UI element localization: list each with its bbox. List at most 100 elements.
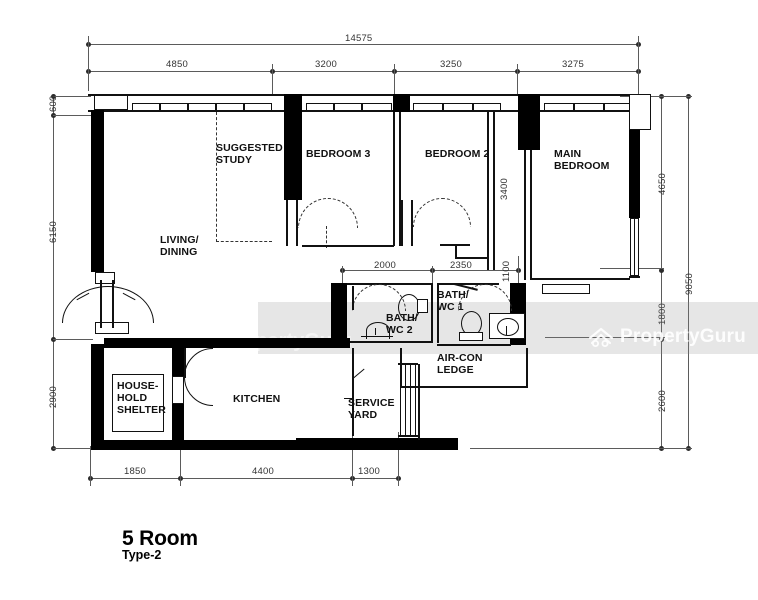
house-roof-icon bbox=[588, 327, 614, 347]
main-bedroom-wardrobe bbox=[542, 284, 590, 294]
basin-tap-wc1 bbox=[506, 326, 508, 335]
basin-wc2 bbox=[366, 322, 390, 339]
room-label-suggested-study: SUGGESTED STUDY bbox=[216, 142, 283, 166]
main-bedroom-wall-left bbox=[524, 150, 526, 280]
household-shelter-outline bbox=[112, 374, 164, 432]
main-bedroom-wall-top bbox=[518, 112, 540, 150]
main-bedroom-divider bbox=[487, 112, 489, 270]
window-pane bbox=[443, 103, 473, 111]
ext-line bbox=[470, 448, 692, 449]
bath2-width-label: 2000 bbox=[374, 260, 396, 271]
ext-line bbox=[90, 446, 91, 486]
suggested-study-partition-h bbox=[216, 241, 272, 242]
bedroom-divider-wall bbox=[393, 112, 395, 246]
top-dimension-label-4: 3275 bbox=[562, 59, 584, 70]
window-pane bbox=[306, 103, 334, 111]
bath1-wall-top bbox=[437, 283, 499, 285]
aircon-ledge-wall-bottom bbox=[400, 386, 528, 388]
room-label-household-shelter: HOUSE- HOLD SHELTER bbox=[117, 380, 166, 416]
suggested-study-partition-v bbox=[216, 112, 217, 242]
outer-wall-left bbox=[91, 110, 104, 272]
watermark-brand-text: PropertyGuru bbox=[620, 326, 746, 347]
room-label-bedroom-3: BEDROOM 3 bbox=[306, 148, 371, 160]
top-overall-dimension-line bbox=[88, 44, 640, 45]
bottom-dimension-label-3: 1300 bbox=[358, 466, 380, 477]
room-label-service-yard: SERVICE YARD bbox=[348, 397, 395, 421]
window-pane bbox=[188, 103, 216, 111]
room-label-air-con-ledge: AIR-CON LEDGE bbox=[437, 352, 483, 376]
grille-frame-top bbox=[398, 363, 418, 365]
grille-frame-bottom bbox=[398, 435, 418, 437]
window-pane bbox=[334, 103, 362, 111]
top-left-ledge bbox=[94, 95, 128, 110]
window-pane bbox=[413, 103, 443, 111]
plan-title: 5 Room bbox=[122, 527, 198, 550]
bedroom3-door-frame-2 bbox=[296, 200, 298, 246]
bath2-door-leaf bbox=[352, 286, 354, 310]
shelter-wall-right-top bbox=[172, 348, 184, 376]
ext-line bbox=[53, 448, 113, 449]
ext-line bbox=[180, 440, 181, 486]
bottom-dimension-line bbox=[90, 478, 398, 479]
ext-line bbox=[394, 64, 395, 96]
service-yard-wall-far-right bbox=[418, 364, 420, 440]
basin-tap-wc2 bbox=[375, 328, 377, 335]
window-mullion bbox=[634, 218, 636, 276]
bedroom2-wall-jog-2 bbox=[455, 257, 487, 259]
top-overall-dimension-label: 14575 bbox=[345, 33, 373, 44]
bath-divider-wall-2 bbox=[437, 283, 439, 343]
main-bedroom-divider-2 bbox=[493, 112, 495, 270]
bedroom2-depth-label: 3400 bbox=[499, 178, 510, 200]
right-overall-dimension-label: 9050 bbox=[684, 273, 695, 295]
structural-column bbox=[518, 94, 540, 112]
structural-column bbox=[284, 94, 302, 112]
room-label-kitchen: KITCHEN bbox=[233, 393, 281, 405]
outer-wall-top bbox=[88, 94, 640, 96]
bath-wall-left bbox=[331, 283, 347, 343]
top-dimension-label-2: 3200 bbox=[315, 59, 337, 70]
shelter-door-leaf bbox=[184, 348, 186, 378]
outer-wall-right-seg bbox=[629, 276, 640, 278]
dim-tick bbox=[659, 337, 664, 342]
outer-wall-left-lower bbox=[91, 344, 104, 448]
bedroom2-door-frame bbox=[401, 200, 403, 246]
ext-line bbox=[518, 256, 519, 284]
main-bedroom-wall-left-2 bbox=[530, 150, 532, 280]
top-right-ledge bbox=[629, 94, 651, 130]
window-pane bbox=[544, 103, 574, 111]
kitchen-wall-top bbox=[104, 338, 350, 348]
shelter-wall-right-bottom bbox=[172, 404, 184, 448]
bath-divider-wall bbox=[431, 283, 433, 343]
ext-line bbox=[272, 64, 273, 96]
bedroom3-door-swing-arc bbox=[298, 198, 358, 228]
room-label-bath-wc-2: BATH/ WC 2 bbox=[386, 312, 418, 336]
ext-line bbox=[53, 339, 93, 340]
bath1-width-label: 2350 bbox=[450, 260, 472, 271]
room-label-bedroom-2: BEDROOM 2 bbox=[425, 148, 490, 160]
dim-tick bbox=[659, 268, 664, 273]
right-overall-dimension-line bbox=[688, 96, 689, 448]
basin-counter-wc2 bbox=[361, 336, 393, 338]
ext-line bbox=[517, 64, 518, 96]
grille-line bbox=[410, 364, 412, 436]
grille-line bbox=[415, 364, 417, 436]
window-pane bbox=[604, 103, 632, 111]
service-yard-wall-right bbox=[352, 348, 354, 436]
right-dimension-label-3: 2600 bbox=[657, 390, 668, 412]
room-label-living-dining: LIVING/ DINING bbox=[160, 234, 199, 258]
ext-line bbox=[53, 115, 91, 116]
bedroom2-door-frame-2 bbox=[411, 200, 413, 246]
outer-wall-right bbox=[629, 110, 640, 218]
outer-wall-bottom-left bbox=[91, 440, 185, 450]
left-dimension-label-1: 600 bbox=[48, 95, 59, 112]
service-yard-door-leaf bbox=[353, 368, 365, 379]
window-pane bbox=[160, 103, 188, 111]
window-pane bbox=[473, 103, 501, 111]
grille-line bbox=[400, 364, 402, 436]
bedroom2-wall-jog bbox=[455, 244, 457, 258]
ext-line bbox=[638, 36, 639, 96]
bottom-dimension-label-1: 1850 bbox=[124, 466, 146, 477]
bottom-dimension-label-2: 4400 bbox=[252, 466, 274, 477]
bath1-wall-bottom bbox=[437, 344, 511, 346]
ext-line bbox=[342, 266, 343, 284]
